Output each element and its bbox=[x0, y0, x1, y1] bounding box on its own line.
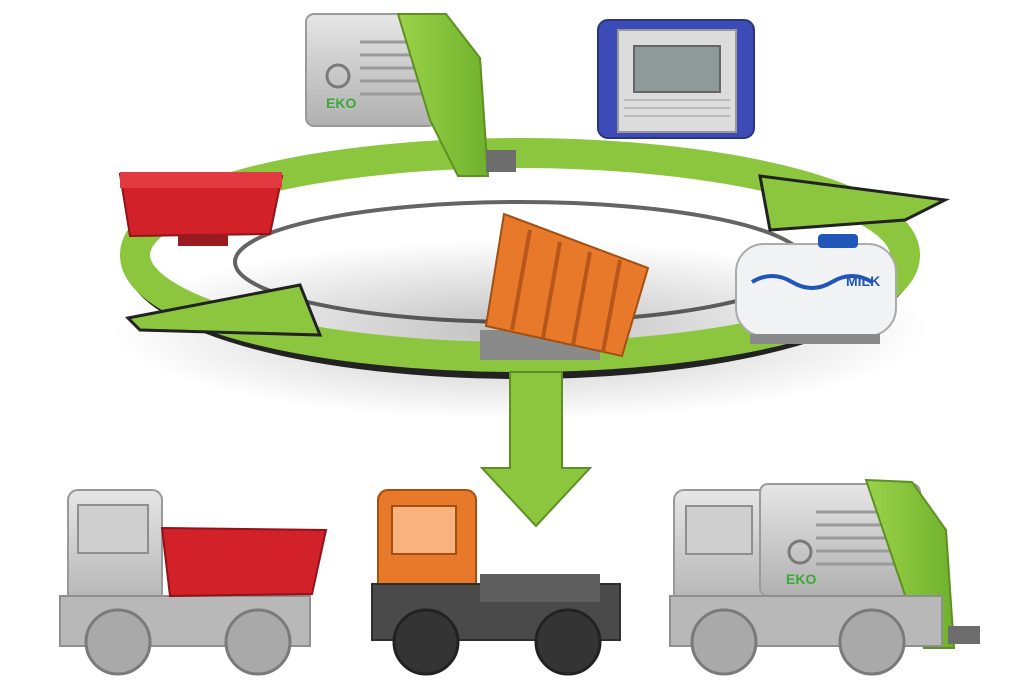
garbage-module: EKO bbox=[305, 13, 516, 177]
arrow-head-right bbox=[758, 174, 951, 232]
dump-bed-module bbox=[480, 212, 650, 360]
milk-tank-module: MILK bbox=[735, 234, 897, 344]
container-module bbox=[597, 19, 755, 139]
milk-label: MILK bbox=[846, 273, 880, 289]
grey-flatbed-truck bbox=[59, 489, 328, 676]
garbage-truck: EKO bbox=[669, 478, 980, 676]
down-arrow bbox=[479, 371, 593, 528]
eko-label-bottom: EKO bbox=[786, 571, 816, 587]
orange-tractor-truck bbox=[371, 489, 621, 676]
red-box-module bbox=[118, 172, 284, 246]
arrow-head-left bbox=[124, 283, 323, 337]
recycle-icon bbox=[325, 63, 351, 89]
recycle-icon bbox=[787, 539, 813, 565]
eko-label-top: EKO bbox=[326, 95, 356, 111]
